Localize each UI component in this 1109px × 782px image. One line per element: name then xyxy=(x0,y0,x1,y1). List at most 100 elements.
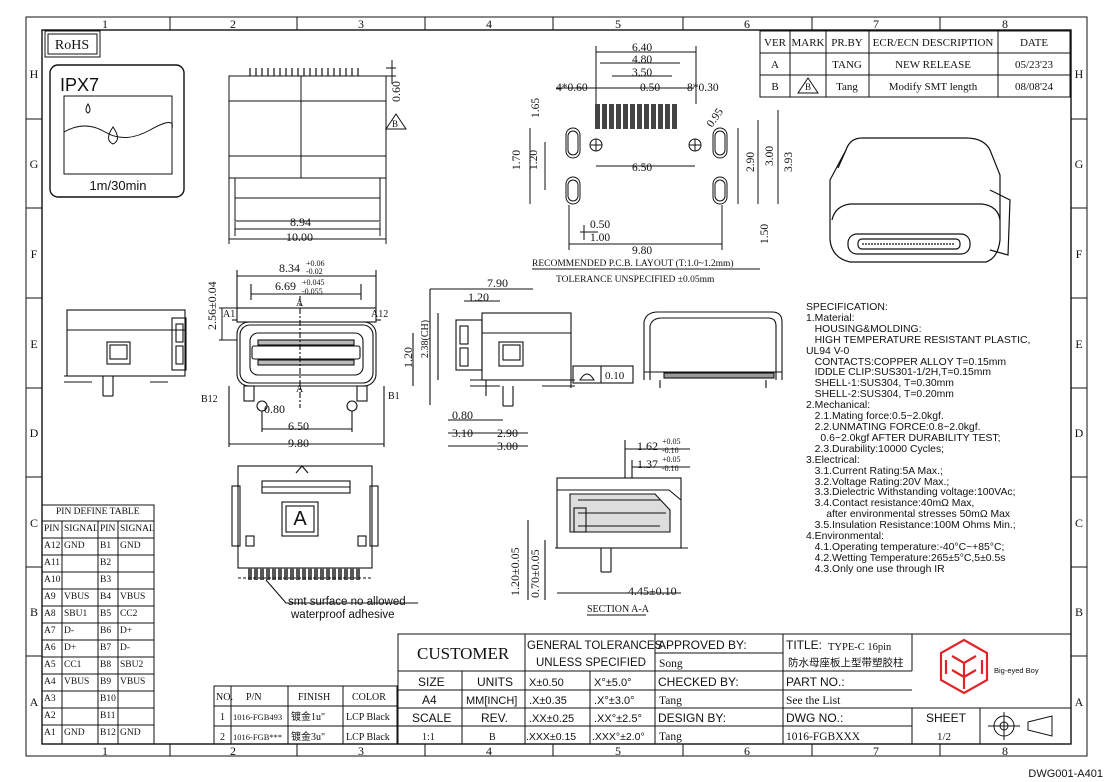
section-dims: 1.62 +0.05 -0.10 1.37 +0.05 -0.10 1.20±0… xyxy=(508,437,681,598)
pin-number: A1 xyxy=(44,728,56,738)
pcb-layout-dims: 6.40 4.80 3.50 0.50 4*0.60 8*0.30 1.65 0… xyxy=(511,42,795,257)
dwg-code: DWG001-A401 xyxy=(1028,768,1103,780)
pin-table-header: PIN xyxy=(100,524,116,534)
pin-table-grid xyxy=(41,504,155,745)
dim-650: 6.50 xyxy=(632,162,652,174)
pin-signal: GND xyxy=(64,541,85,551)
dim-8x030: 8*0.30 xyxy=(687,82,719,94)
row-label: E xyxy=(30,337,37,351)
pin-label-b1: B1 xyxy=(388,391,400,402)
pin-number: B7 xyxy=(100,643,112,653)
spec-line: HIGH TEMPERATURE RESISTANT PLASTIC, xyxy=(806,334,1031,346)
dim-162-tol-up: +0.05 xyxy=(662,437,681,446)
spec-line: 3.2.Voltage Rating:20V Max.; xyxy=(806,476,950,488)
bottom-view-label: A xyxy=(293,508,307,530)
col-label: 8 xyxy=(1002,17,1008,31)
rev-header: DATE xyxy=(1020,37,1048,49)
section-caption: SECTION A-A xyxy=(587,604,650,615)
dim-060: 0.60 xyxy=(389,81,403,102)
pin-label-a12: A12 xyxy=(371,309,388,320)
gen-tol-sub: UNLESS SPECIFIED xyxy=(536,657,646,669)
pn-table-text: NO. P/N FINISH COLOR 1 1016-FGB493 镀金1u"… xyxy=(216,692,390,743)
dim-980: 9.80 xyxy=(288,436,309,450)
pin-number: A11 xyxy=(44,558,61,568)
col-label: 1 xyxy=(102,744,108,758)
dim-834: 8.34 xyxy=(279,261,300,275)
pin-signal: VBUS xyxy=(64,592,90,602)
ipx7-subtitle: 1m/30min xyxy=(89,178,146,193)
row-label: A xyxy=(30,695,39,709)
dim-080: 0.80 xyxy=(452,408,473,422)
col-label: 7 xyxy=(873,744,879,758)
customer-label: CUSTOMER xyxy=(417,644,510,663)
dim-170: 1.70 xyxy=(511,150,523,170)
col-label: 4 xyxy=(486,744,492,758)
pin-number: A6 xyxy=(44,643,56,653)
spec-line: IDDLE CLIP:SUS301-1/2H,T=0.15mm xyxy=(806,367,992,379)
dim-669-tol-up: +0.045 xyxy=(302,278,325,287)
tol-xxxx-ang: .XXX°±2.0° xyxy=(592,731,645,743)
row-label: G xyxy=(1075,157,1084,171)
title-line-1: TYPE-C 16pin xyxy=(828,642,892,653)
pn-table-grid xyxy=(213,685,398,745)
water-drop-icon xyxy=(108,126,118,145)
pin-number: A5 xyxy=(44,660,56,670)
pin-signal: CC2 xyxy=(120,609,138,619)
tol-xxx-ang: .XX°±2.5° xyxy=(594,713,642,725)
pin-number: A12 xyxy=(44,541,61,551)
row-label: H xyxy=(30,67,39,81)
dim-150: 1.50 xyxy=(759,224,771,244)
tol-xx: .X±0.35 xyxy=(529,695,567,707)
rev-cell: Tang xyxy=(836,81,858,93)
column-ticks xyxy=(169,17,941,756)
pin-number: B1 xyxy=(100,541,112,551)
pin-number: A4 xyxy=(44,677,56,687)
tolerance-note: TOLERANCE UNSPECIFIED ±0.05mm xyxy=(556,275,715,285)
pin-number: B2 xyxy=(100,558,112,568)
brand-logo xyxy=(939,638,989,695)
dim-300: 3.00 xyxy=(497,439,518,453)
pn-header: NO. xyxy=(216,692,233,703)
dim-834-tol-dn: -0.02 xyxy=(306,267,323,276)
rev-value: B xyxy=(489,732,496,743)
front-dim-lines xyxy=(221,275,384,445)
units-label: UNITS xyxy=(477,675,513,689)
dim-162: 1.62 xyxy=(637,439,658,453)
spec-line: HOUSING&MOLDING: xyxy=(806,323,922,335)
rev-header: MARK xyxy=(791,37,824,49)
dim-669-tol-dn: -0.055 xyxy=(302,287,323,296)
tol-xxx: .XX±0.25 xyxy=(529,713,574,725)
rev-header: PR.BY xyxy=(831,37,863,49)
dim-650: 6.50 xyxy=(288,419,309,433)
projection-symbol-icon xyxy=(988,712,1053,740)
sheet-value: 1/2 xyxy=(937,731,951,743)
rohs-badge xyxy=(44,30,101,58)
rev-cell: 08/08'24 xyxy=(1015,81,1054,93)
pin-signal: GND xyxy=(120,728,141,738)
row-label: H xyxy=(1075,67,1084,81)
dim-162-tol-dn: -0.10 xyxy=(662,446,679,455)
spec-line: 4.2.Wetting Temperature:265±5°C,5±0.5s xyxy=(806,552,1006,564)
gen-tol-label: GENERAL TOLERANCES xyxy=(527,640,663,652)
approved-value: Song xyxy=(659,658,683,670)
column-labels: 1 2 3 4 5 6 7 8 1 2 3 4 5 6 7 8 xyxy=(102,17,1008,758)
pin-table-title: PIN DEFINE TABLE xyxy=(56,507,140,517)
scale-value: 1:1 xyxy=(422,732,435,743)
row-label: E xyxy=(1075,337,1082,351)
iso-view xyxy=(829,137,1011,263)
pin-number: B10 xyxy=(100,694,116,704)
spec-line: 2.3.Durability:10000 Cycles; xyxy=(806,443,945,455)
dim-120: 1.20 xyxy=(528,150,540,170)
col-label: 5 xyxy=(615,17,621,31)
pin-number: B9 xyxy=(100,677,112,687)
units-value: MM[INCH] xyxy=(466,695,517,707)
front-view xyxy=(219,270,385,447)
dim-350: 3.50 xyxy=(632,67,652,79)
title-label: TITLE: xyxy=(786,638,822,652)
title-block-text: CUSTOMER GENERAL TOLERANCES UNLESS SPECI… xyxy=(412,638,967,743)
pcb-layout xyxy=(529,46,779,250)
checked-label: CHECKED BY: xyxy=(658,675,739,689)
row-label: G xyxy=(30,157,39,171)
pin-signal: GND xyxy=(64,728,85,738)
col-label: 8 xyxy=(1002,744,1008,758)
